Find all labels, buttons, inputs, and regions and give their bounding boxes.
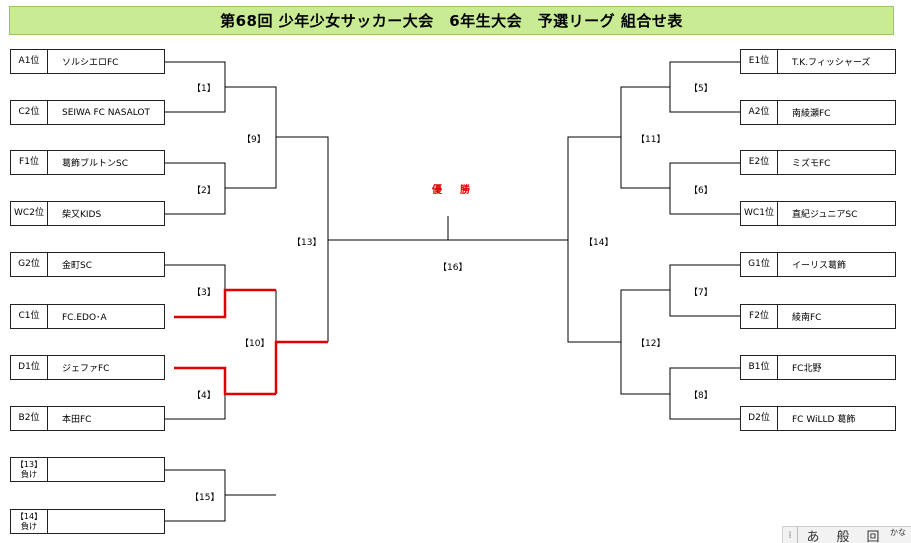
- team-name: ソルシエロFC: [62, 58, 119, 68]
- bracket-line-m3-top: [165, 264, 226, 290]
- team-slot-right-3: E2位 ミズモFC: [740, 150, 896, 175]
- seed-label-top: 【13】: [15, 459, 43, 469]
- seed-label: D2位: [741, 407, 778, 430]
- seed-label: B2位: [11, 407, 48, 430]
- bracket-line-m13: [276, 136, 329, 342]
- loser-slot-14: 【14】 負け: [10, 509, 165, 534]
- ime-kana-button[interactable]: かな: [890, 528, 906, 537]
- team-slot-left-1: A1位 ソルシエロFC: [10, 49, 165, 74]
- match-label-8: 【8】: [689, 391, 713, 401]
- seed-label: A2位: [741, 101, 778, 124]
- seed-label: C1位: [11, 305, 48, 328]
- team-name: [48, 458, 164, 481]
- match-label-14: 【14】: [584, 238, 614, 248]
- loser-slot-13: 【13】 負け: [10, 457, 165, 482]
- seed-label: E1位: [741, 50, 778, 73]
- team-name: ジェファFC: [62, 364, 110, 374]
- ime-mode-button[interactable]: あ: [806, 529, 820, 543]
- match-label-7: 【7】: [689, 288, 713, 298]
- team-name: SEIWA FC NASALOT: [62, 107, 151, 118]
- seed-label-top: 【14】: [15, 511, 43, 521]
- team-name: FC WiLLD 葛飾: [792, 415, 856, 425]
- seed-label: WC1位: [741, 202, 778, 225]
- team-name: ミズモFC: [792, 159, 831, 169]
- seed-label-bottom: 負け: [21, 469, 37, 479]
- team-name: イーリス葛飾: [792, 261, 847, 271]
- seed-label: F1位: [11, 151, 48, 174]
- match-label-15: 【15】: [190, 493, 220, 503]
- match-label-2: 【2】: [192, 186, 216, 196]
- ime-pad-button[interactable]: 回: [866, 529, 880, 543]
- team-slot-right-2: A2位 南綾瀬FC: [740, 100, 896, 125]
- seed-label: 【14】 負け: [11, 510, 48, 533]
- match-label-3: 【3】: [192, 288, 216, 298]
- seed-label: C2位: [11, 101, 48, 124]
- bracket-line-m14: [567, 136, 621, 343]
- match-label-9: 【9】: [242, 135, 266, 145]
- match-label-1: 【1】: [192, 84, 216, 94]
- team-name: FC.EDO･A: [62, 313, 107, 323]
- match-label-16: 【16】: [438, 263, 468, 273]
- team-name: 柴又KIDS: [62, 210, 102, 220]
- match-label-11: 【11】: [636, 135, 666, 145]
- team-slot-left-7: D1位 ジェファFC: [10, 355, 165, 380]
- team-slot-right-5: G1位 イーリス葛飾: [740, 252, 896, 277]
- seed-label: 【13】 負け: [11, 458, 48, 481]
- winner-path-m4: [174, 366, 276, 396]
- match-label-4: 【4】: [192, 391, 216, 401]
- team-slot-left-4: WC2位 柴又KIDS: [10, 201, 165, 226]
- match-label-10: 【10】: [240, 339, 270, 349]
- seed-label: G2位: [11, 253, 48, 276]
- team-slot-right-1: E1位 T.K.フィッシャーズ: [740, 49, 896, 74]
- ime-toolbar[interactable]: ⁞ あ 般 回 かな: [782, 526, 911, 543]
- match-label-12: 【12】: [636, 339, 666, 349]
- team-slot-left-8: B2位 本田FC: [10, 406, 165, 431]
- match-label-6: 【6】: [689, 186, 713, 196]
- seed-label: A1位: [11, 50, 48, 73]
- seed-label: F2位: [741, 305, 778, 328]
- match-label-5: 【5】: [689, 84, 713, 94]
- match-label-13: 【13】: [292, 238, 322, 248]
- team-name: [48, 510, 164, 533]
- team-name: 直紀ジュニアSC: [792, 210, 858, 220]
- seed-label-bottom: 負け: [21, 521, 37, 531]
- seed-label: D1位: [11, 356, 48, 379]
- seed-label: E2位: [741, 151, 778, 174]
- team-slot-left-5: G2位 金町SC: [10, 252, 165, 277]
- winner-path-m10: [274, 340, 328, 394]
- bracket-line-m4-bottom: [165, 394, 226, 420]
- seed-label: G1位: [741, 253, 778, 276]
- team-slot-right-7: B1位 FC北野: [740, 355, 896, 380]
- seed-label: B1位: [741, 356, 778, 379]
- team-name: 綾南FC: [792, 313, 822, 323]
- team-slot-right-4: WC1位 直紀ジュニアSC: [740, 201, 896, 226]
- champion-label: 優 勝: [432, 185, 474, 196]
- grip-handle-icon[interactable]: ⁞: [783, 527, 798, 543]
- seed-label: WC2位: [11, 202, 48, 225]
- ime-conversion-button[interactable]: 般: [836, 529, 850, 543]
- team-name: T.K.フィッシャーズ: [792, 58, 871, 68]
- team-slot-right-6: F2位 綾南FC: [740, 304, 896, 329]
- team-name: FC北野: [792, 364, 822, 374]
- team-slot-left-6: C1位 FC.EDO･A: [10, 304, 165, 329]
- tournament-title: 第68回 少年少女サッカー大会 6年生大会 予選リーグ 組合せ表: [9, 6, 894, 35]
- team-slot-right-8: D2位 FC WiLLD 葛飾: [740, 406, 896, 431]
- team-name: 本田FC: [62, 415, 92, 425]
- team-name: 葛飾ブルトンSC: [62, 159, 128, 169]
- team-name: 南綾瀬FC: [792, 109, 831, 119]
- team-slot-left-2: C2位 SEIWA FC NASALOT: [10, 100, 165, 125]
- winner-path-m3: [174, 288, 276, 319]
- team-name: 金町SC: [62, 261, 92, 271]
- team-slot-left-3: F1位 葛飾ブルトンSC: [10, 150, 165, 175]
